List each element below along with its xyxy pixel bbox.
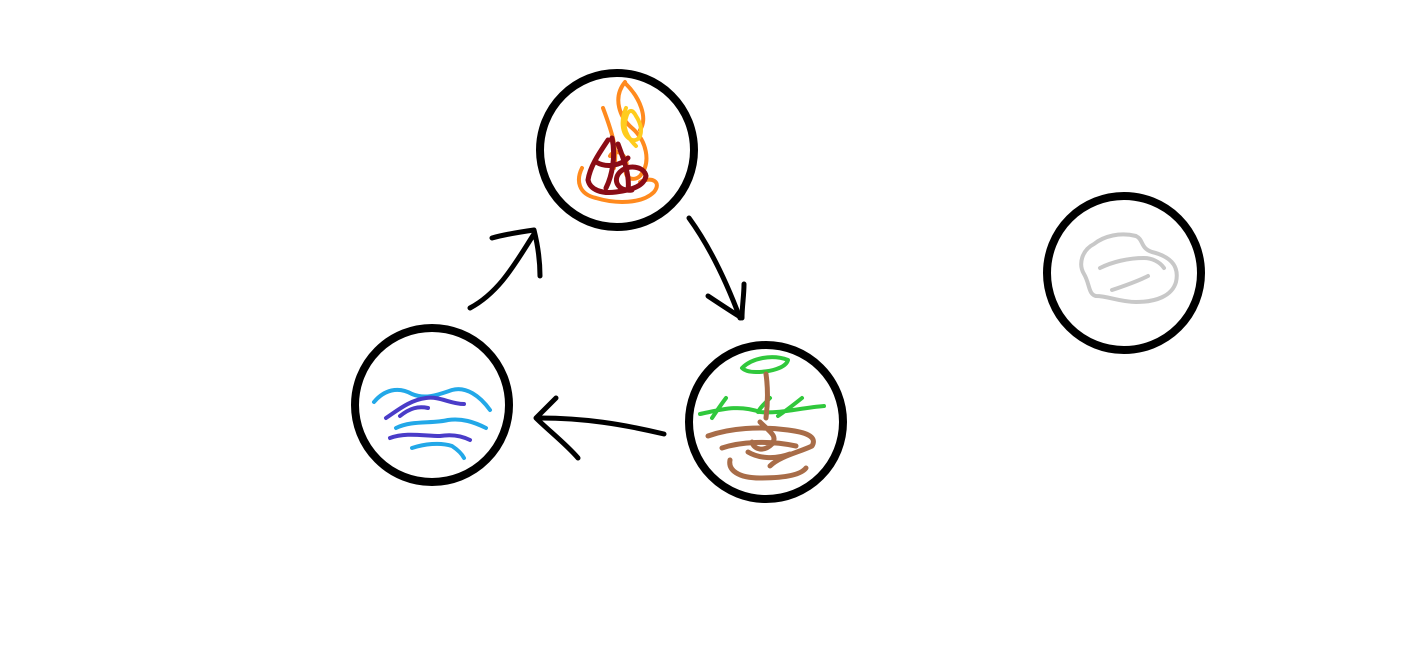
arrow-fire-to-earth bbox=[686, 215, 747, 321]
rock-icon bbox=[1079, 232, 1179, 304]
water-node bbox=[351, 324, 513, 486]
fire-node bbox=[536, 69, 698, 231]
rock-node bbox=[1043, 192, 1205, 354]
water-node-ring bbox=[351, 324, 513, 486]
water-waves-icon bbox=[372, 387, 492, 460]
earth-plant-icon bbox=[698, 355, 826, 481]
arrow-earth-to-water bbox=[533, 395, 667, 461]
rock-node-ring bbox=[1043, 192, 1205, 354]
arrow-water-to-fire bbox=[467, 227, 543, 311]
fire-icon bbox=[577, 80, 659, 204]
earth-node bbox=[685, 341, 847, 503]
